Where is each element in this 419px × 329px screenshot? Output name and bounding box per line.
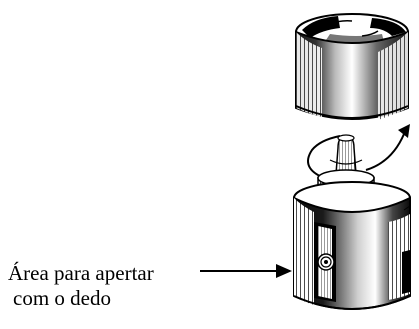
- finger-press-area-label-line-1: Área para apertar: [8, 261, 154, 285]
- inhaler-cap: [295, 13, 409, 120]
- pointer-arrow: [200, 264, 292, 278]
- inhaler-body: [293, 181, 411, 310]
- removal-arrow: [307, 124, 410, 179]
- finger-press-area-label-line-2: com o dedo: [13, 286, 111, 310]
